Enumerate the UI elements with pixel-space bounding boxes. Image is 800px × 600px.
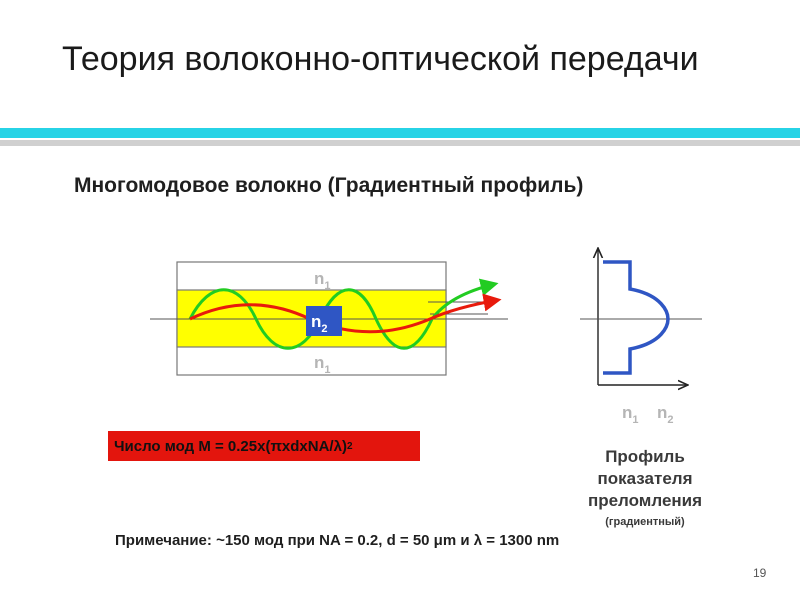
profile-caption-line3: преломления [587,491,703,510]
page-number: 19 [753,566,767,580]
slide-subtitle: Многомодовое волокно (Градиентный профил… [74,174,584,197]
formula-superscript: 2 [346,440,353,452]
profile-n2-label: n [657,403,667,422]
svg-text:n1: n1 [622,403,639,426]
title-divider [0,128,800,146]
core-label-box [306,306,342,336]
mode-count-formula: Число мод M = 0.25x(πxdxNA/λ)2 [108,431,420,461]
cladding-bottom-sub: 1 [324,364,330,376]
profile-caption-sub: (градиентный) [605,516,685,528]
svg-text:n2: n2 [311,312,328,335]
note-text: Примечание: ~150 мод при NA = 0.2, d = 5… [115,532,560,549]
svg-text:n1: n1 [314,353,331,376]
svg-text:n1: n1 [314,269,331,292]
slide-title: Теория волоконно-оптической передачи [62,40,699,78]
profile-caption-line1: Профиль [605,447,685,466]
profile-n2-sub: 2 [667,414,673,426]
profile-caption: Профиль показателя преломления (градиент… [560,446,730,532]
cladding-bottom-label: n [314,353,324,372]
profile-n1-sub: 1 [632,414,638,426]
cladding-top-label: n [314,269,324,288]
core-label: n [311,312,321,331]
red-ray [189,293,502,334]
svg-text:n2: n2 [657,403,674,426]
index-profile-curve [603,260,670,375]
cladding-top-sub: 1 [324,280,330,292]
formula-text: Число мод M = 0.25x(πxdxNA/λ) [114,437,347,455]
profile-caption-line2: показателя [597,469,693,488]
core-label-sub: 2 [321,323,327,335]
profile-n1-label: n [622,403,632,422]
